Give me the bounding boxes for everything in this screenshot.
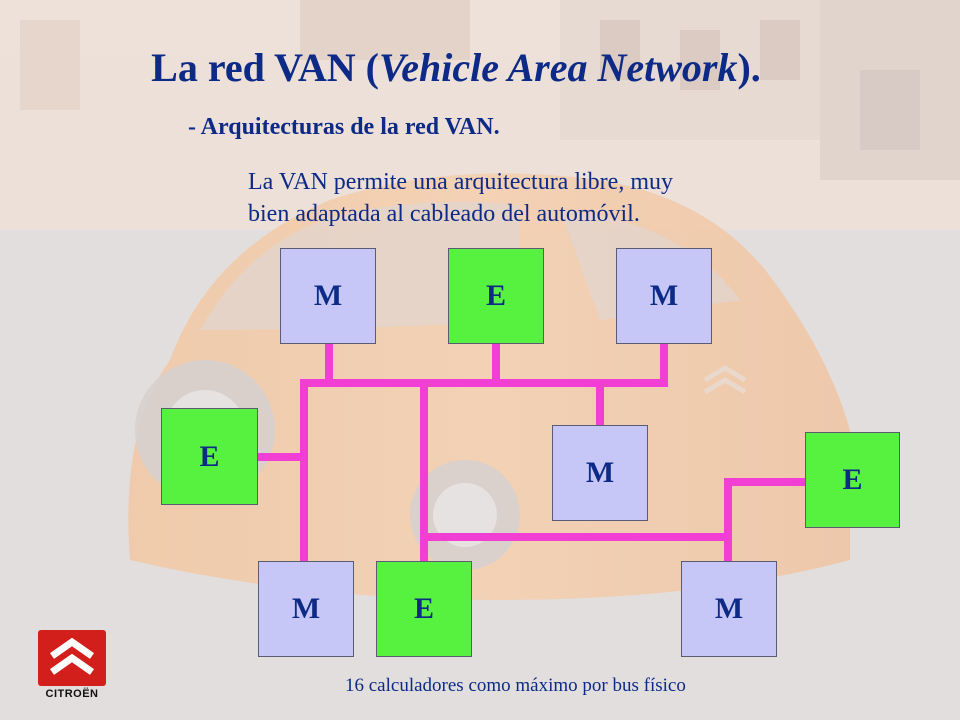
footnote: 16 calculadores como máximo por bus físi… xyxy=(345,675,686,696)
node-top-center: E xyxy=(448,248,544,344)
node-bottom-center: E xyxy=(376,561,472,657)
description-line: bien adaptada al cableado del automóvil. xyxy=(248,201,640,227)
node-bottom-right: M xyxy=(681,561,777,657)
node-label: M xyxy=(585,456,615,489)
node-bottom-left: M xyxy=(258,561,354,657)
node-top-left: M xyxy=(280,248,376,344)
node-label: E xyxy=(842,463,863,496)
description-line: La VAN permite una arquitectura libre, m… xyxy=(248,169,673,195)
slide-description: La VAN permite una arquitectura libre, m… xyxy=(248,166,848,230)
slide-subtitle: - Arquitecturas de la red VAN. xyxy=(188,114,500,140)
node-label: M xyxy=(313,279,343,312)
citroen-logo-icon xyxy=(38,630,106,686)
node-mid-center: M xyxy=(552,425,648,521)
node-label: M xyxy=(649,279,679,312)
node-label: M xyxy=(291,592,321,625)
node-label: E xyxy=(413,592,434,625)
node-label: M xyxy=(714,592,744,625)
slide-title: La red VAN (Vehicle Area Network). xyxy=(151,45,761,90)
node-label: E xyxy=(199,439,220,473)
node-label: E xyxy=(485,279,506,312)
node-mid-right: E xyxy=(805,432,900,528)
node-top-right: M xyxy=(616,248,712,344)
node-mid-left: E xyxy=(161,408,258,505)
logo-text: CITROËN xyxy=(45,688,99,700)
